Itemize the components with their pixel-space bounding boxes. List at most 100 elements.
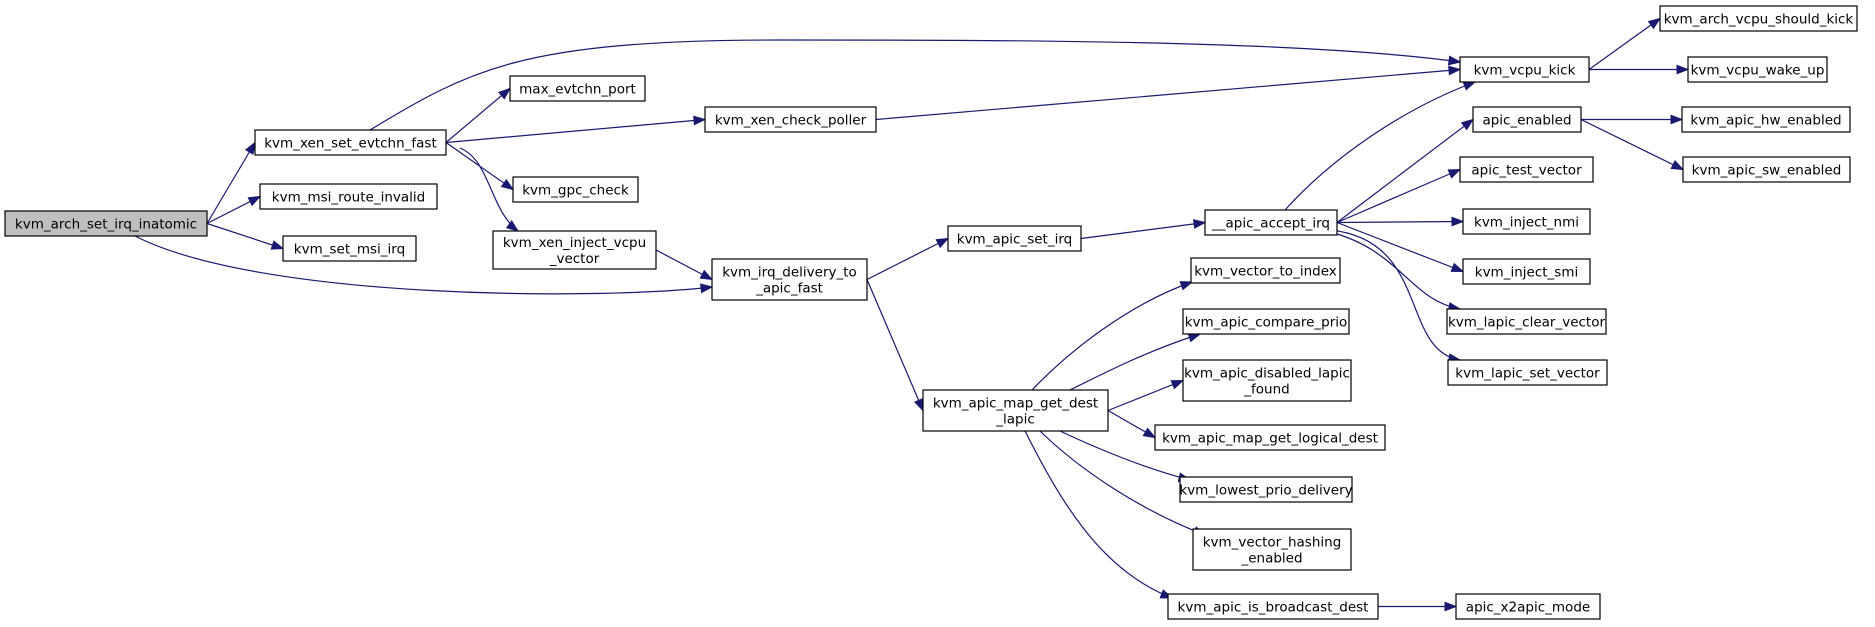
node-box[interactable] bbox=[1681, 106, 1851, 133]
node-label: kvm_apic_sw_enabled bbox=[1692, 163, 1842, 179]
node-label: kvm_xen_inject_vcpu bbox=[503, 235, 646, 251]
node-kvm-apic-set-irq[interactable]: kvm_apic_set_irq bbox=[947, 225, 1082, 252]
edge-n20-to-n29 bbox=[1580, 118, 1685, 171]
node-label: kvm_arch_vcpu_should_kick bbox=[1664, 12, 1854, 28]
node-box[interactable] bbox=[704, 106, 877, 133]
node-box[interactable] bbox=[1687, 56, 1828, 83]
node-box[interactable] bbox=[1154, 424, 1386, 451]
edge-line bbox=[866, 237, 949, 281]
node-apic-x2apic-mode[interactable]: apic_x2apic_mode bbox=[1455, 593, 1601, 620]
node-box[interactable] bbox=[1447, 359, 1608, 386]
node-label: kvm_irq_delivery_to bbox=[722, 265, 857, 281]
edge-arrowhead bbox=[699, 269, 714, 281]
node-kvm-apic-map-get-dest-lapic[interactable]: kvm_apic_map_get_dest_lapic bbox=[922, 389, 1109, 432]
edge-n11-to-n26 bbox=[1588, 17, 1662, 70]
node-kvm-apic-is-broadcast-dest[interactable]: kvm_apic_is_broadcast_dest bbox=[1167, 593, 1379, 620]
node-box[interactable] bbox=[1204, 209, 1338, 236]
edge-arrowhead bbox=[1462, 81, 1477, 91]
node-box[interactable] bbox=[1682, 156, 1851, 183]
node-label: kvm_apic_disabled_lapic bbox=[1184, 366, 1350, 382]
node-box[interactable] bbox=[512, 176, 639, 203]
node-layer: kvm_arch_set_irq_inatomic kvm_xen_set_evt… bbox=[4, 5, 1858, 620]
edge-arrowhead bbox=[244, 141, 256, 155]
edge-n1-to-n6 bbox=[445, 115, 707, 144]
node-label: kvm_xen_check_poller bbox=[715, 113, 867, 129]
node-kvm-apic-hw-enabled[interactable]: kvm_apic_hw_enabled bbox=[1681, 106, 1851, 133]
node-kvm-set-msi-irq[interactable]: kvm_set_msi_irq bbox=[282, 235, 417, 262]
node-label: apic_test_vector bbox=[1471, 163, 1582, 179]
edge-n12-to-n22 bbox=[1336, 216, 1465, 227]
node-kvm-apic-disabled-lapic-found[interactable]: kvm_apic_disabled_lapic_found bbox=[1182, 359, 1352, 402]
node-label: kvm_apic_is_broadcast_dest bbox=[1178, 600, 1369, 616]
edge-arrowhead bbox=[1647, 17, 1662, 30]
edge-line bbox=[1336, 119, 1474, 223]
node-kvm-msi-route-invalid[interactable]: kvm_msi_route_invalid bbox=[259, 183, 438, 210]
node-kvm-irq-delivery-to-apic-fast[interactable]: kvm_irq_delivery_to_apic_fast bbox=[711, 258, 868, 301]
node-box[interactable] bbox=[1190, 257, 1341, 284]
node-kvm-arch-set-irq-inatomic[interactable]: kvm_arch_set_irq_inatomic bbox=[4, 210, 208, 237]
node-apic-enabled[interactable]: apic_enabled bbox=[1472, 106, 1582, 133]
node-box[interactable] bbox=[1462, 208, 1591, 235]
node-box[interactable] bbox=[922, 389, 1109, 432]
node-label: kvm_apic_hw_enabled bbox=[1690, 113, 1841, 129]
node-kvm-vector-to-index[interactable]: kvm_vector_to_index bbox=[1190, 257, 1341, 284]
node-box[interactable] bbox=[1192, 528, 1352, 571]
node-box[interactable] bbox=[1455, 593, 1601, 620]
node-apic-test-vector[interactable]: apic_test_vector bbox=[1459, 156, 1594, 183]
node-box[interactable] bbox=[259, 183, 438, 210]
node-kvm-lowest-prio-delivery[interactable]: kvm_lowest_prio_delivery bbox=[1179, 476, 1353, 503]
node-kvm-xen-set-evtchn-fast[interactable]: kvm_xen_set_evtchn_fast bbox=[254, 129, 447, 156]
node-kvm-vcpu-wake-up[interactable]: kvm_vcpu_wake_up bbox=[1687, 56, 1828, 83]
node-box[interactable] bbox=[4, 210, 208, 237]
node-label: _apic_fast bbox=[755, 281, 823, 297]
node-label: kvm_set_msi_irq bbox=[294, 242, 405, 258]
node-box[interactable] bbox=[1179, 476, 1353, 503]
node-box[interactable] bbox=[1659, 5, 1858, 32]
node-label: kvm_vcpu_wake_up bbox=[1691, 63, 1825, 79]
node-box[interactable] bbox=[947, 225, 1082, 252]
node-box[interactable] bbox=[282, 235, 417, 262]
edge-arrowhead bbox=[935, 237, 950, 249]
node-kvm-apic-compare-prio[interactable]: kvm_apic_compare_prio bbox=[1182, 308, 1350, 335]
node-apic-accept-irq[interactable]: __apic_accept_irq bbox=[1204, 209, 1338, 236]
node-box[interactable] bbox=[492, 230, 657, 270]
node-kvm-xen-inject-vcpu-vector[interactable]: kvm_xen_inject_vcpu_vector bbox=[492, 230, 657, 270]
node-kvm-gpc-check[interactable]: kvm_gpc_check bbox=[512, 176, 639, 203]
node-kvm-arch-vcpu-should-kick[interactable]: kvm_arch_vcpu_should_kick bbox=[1659, 5, 1858, 32]
edge-arrowhead bbox=[693, 115, 707, 126]
edge-line bbox=[445, 88, 511, 143]
node-box[interactable] bbox=[1459, 156, 1594, 183]
edge-n10-to-n15 bbox=[1107, 379, 1185, 412]
node-label: __apic_accept_irq bbox=[1211, 216, 1330, 232]
node-kvm-xen-check-poller[interactable]: kvm_xen_check_poller bbox=[704, 106, 877, 133]
node-box[interactable] bbox=[1472, 106, 1582, 133]
node-kvm-lapic-clear-vector[interactable]: kvm_lapic_clear_vector bbox=[1446, 308, 1607, 335]
edge-arrowhead bbox=[270, 240, 285, 250]
node-box[interactable] bbox=[1462, 258, 1591, 285]
node-box[interactable] bbox=[711, 258, 868, 301]
node-box[interactable] bbox=[1182, 308, 1350, 335]
node-kvm-inject-smi[interactable]: kvm_inject_smi bbox=[1462, 258, 1591, 285]
node-box[interactable] bbox=[1459, 56, 1590, 83]
node-kvm-vector-hashing-enabled[interactable]: kvm_vector_hashing_enabled bbox=[1192, 528, 1352, 571]
node-kvm-vcpu-kick[interactable]: kvm_vcpu_kick bbox=[1459, 56, 1590, 83]
node-kvm-inject-nmi[interactable]: kvm_inject_nmi bbox=[1462, 208, 1591, 235]
node-box[interactable] bbox=[509, 75, 646, 102]
node-kvm-apic-sw-enabled[interactable]: kvm_apic_sw_enabled bbox=[1682, 156, 1851, 183]
node-kvm-lapic-set-vector[interactable]: kvm_lapic_set_vector bbox=[1447, 359, 1608, 386]
edge-line bbox=[1080, 221, 1206, 240]
edge-arrowhead bbox=[1450, 262, 1465, 273]
node-label: kvm_inject_nmi bbox=[1474, 215, 1579, 231]
node-box[interactable] bbox=[1167, 593, 1379, 620]
node-label: _lapic bbox=[995, 412, 1035, 428]
node-label: _vector bbox=[549, 251, 600, 267]
node-kvm-apic-map-get-logical-dest[interactable]: kvm_apic_map_get_logical_dest bbox=[1154, 424, 1386, 451]
edge-n4-to-n9 bbox=[866, 237, 950, 281]
edge-n0-to-n2 bbox=[206, 195, 262, 225]
node-label: apic_enabled bbox=[1482, 113, 1571, 129]
edge-arrowhead bbox=[500, 178, 515, 191]
node-box[interactable] bbox=[254, 129, 447, 156]
node-box[interactable] bbox=[1446, 308, 1607, 335]
node-box[interactable] bbox=[1182, 359, 1352, 402]
node-max-evtchn-port[interactable]: max_evtchn_port bbox=[509, 75, 646, 102]
